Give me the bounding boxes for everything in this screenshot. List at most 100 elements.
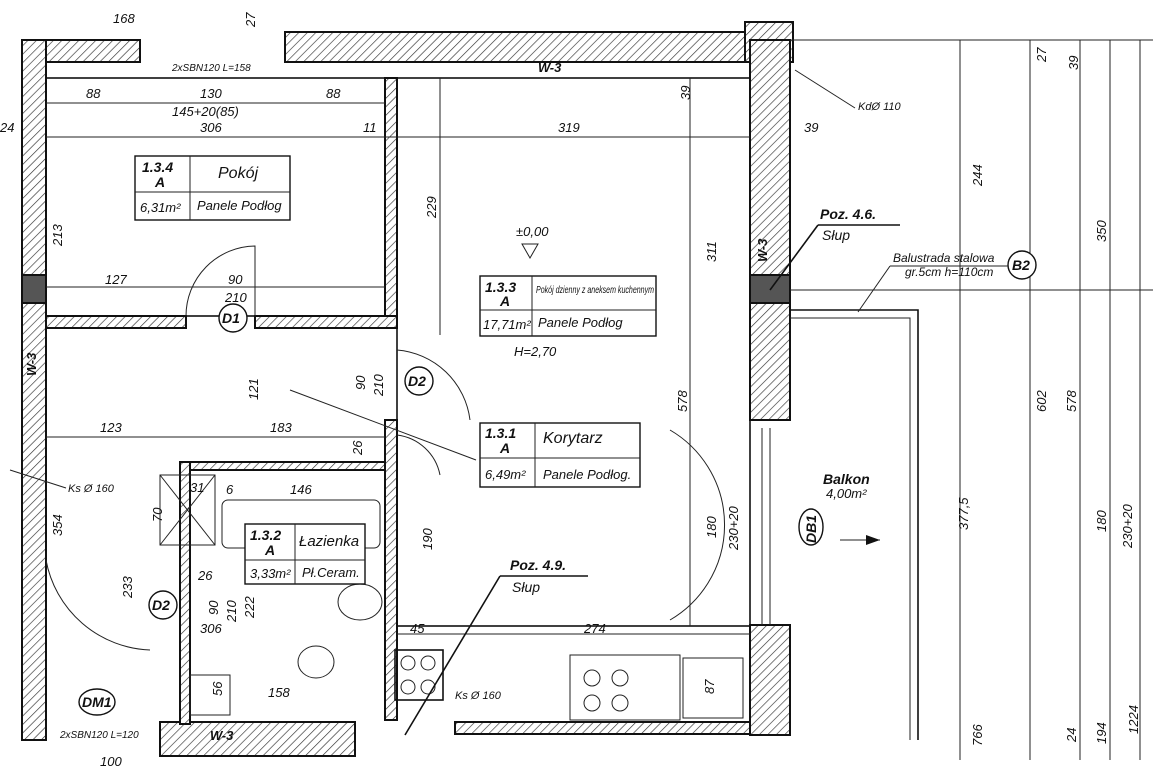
wall-type-label: W-3 — [210, 728, 234, 743]
balustrada-note: Balustrada stalowa — [893, 251, 995, 265]
dimension: 24 — [1064, 728, 1079, 743]
dimensions: 168 27 88 130 88 145+20(85) 306 11 319 3… — [0, 11, 1141, 769]
room-id: 1.3.4 — [142, 159, 173, 175]
dimension: 350 — [1094, 220, 1109, 242]
balcony-name: Balkon — [823, 471, 870, 487]
tag-b2: B2 — [1012, 257, 1030, 273]
room-letter: A — [264, 542, 275, 558]
dimension: 233 — [120, 576, 135, 599]
level-mark-value: ±0,00 — [516, 224, 549, 239]
dimension: 121 — [246, 378, 261, 400]
dimension: 90 — [206, 600, 221, 615]
dimension: 602 — [1034, 390, 1049, 412]
dimension: 229 — [424, 196, 439, 219]
dimension: 168 — [113, 11, 135, 26]
dimension: 213 — [50, 224, 65, 247]
room-name: Łazienka — [299, 533, 359, 550]
poz-4-9-title: Poz. 4.9. — [510, 557, 566, 573]
dimension: 354 — [50, 514, 65, 536]
level-mark: ±0,00 H=2,70 — [514, 224, 557, 359]
dimension: 27 — [1034, 47, 1049, 63]
dimension: 244 — [970, 164, 985, 187]
balustrada-note-2: gr.5cm h=110cm — [905, 265, 993, 279]
dimension: 190 — [420, 528, 435, 550]
dimension: 578 — [1064, 390, 1079, 412]
poz-4-6-title: Poz. 4.6. — [820, 206, 876, 222]
ks-note: Ks Ø 160 — [68, 483, 115, 495]
dimension: 146 — [290, 482, 312, 497]
dimension: 39 — [1066, 56, 1081, 70]
room-area: 6,49m² — [485, 467, 526, 482]
dimension: 6 — [226, 482, 234, 497]
dimension: 31 — [190, 480, 204, 495]
dimension: 377,5 — [956, 497, 971, 530]
door-tag-db1: DB1 — [803, 515, 819, 543]
dimension: 24 — [0, 120, 14, 135]
walls — [21, 21, 794, 757]
room-name: Pokój dzienny z aneksem kuchennym — [536, 285, 654, 296]
door-tag-d2: D2 — [152, 597, 170, 613]
room-area: 3,33m² — [250, 566, 291, 581]
dimension: 26 — [197, 568, 213, 583]
door-tag-d2: D2 — [408, 373, 426, 389]
wall-type-label: W-3 — [538, 60, 562, 75]
door-swings — [45, 245, 725, 651]
room-floor: Panele Podłog. — [543, 467, 631, 482]
room-outlines — [45, 39, 1153, 760]
dimension: 230+20 — [726, 505, 741, 551]
room-area: 17,71m² — [483, 317, 531, 332]
room-letter: A — [499, 440, 510, 456]
dimension: 306 — [200, 120, 222, 135]
balcony-label: Balkon 4,00m² — [823, 471, 880, 545]
dimension: 88 — [86, 86, 101, 101]
dimension: 578 — [675, 390, 690, 412]
room-tag-lazienka: 1.3.2 A Łazienka 3,33m² Pł.Ceram. — [244, 523, 366, 585]
door-tags: D1 D2 D2 DB1 DM1 B2 — [78, 250, 1037, 716]
dimension: 180 — [704, 516, 719, 538]
room-name: Korytarz — [543, 430, 603, 447]
dimension: 766 — [970, 724, 985, 746]
poz-4-6-sub: Słup — [822, 227, 850, 243]
dimension: 222 — [242, 596, 257, 619]
dimension: 210 — [371, 374, 386, 397]
dimension: 100 — [100, 754, 122, 769]
dimension: 127 — [105, 272, 127, 287]
dimension: 158 — [268, 685, 290, 700]
wall-type-label: W-3 — [755, 238, 770, 262]
room-name: Pokój — [218, 165, 258, 182]
room-letter: A — [154, 174, 165, 190]
dimension: 39 — [804, 120, 818, 135]
room-floor: Panele Podłog — [197, 198, 282, 213]
dimension: 56 — [210, 681, 225, 696]
door-tag-dm1: DM1 — [82, 694, 112, 710]
kd-note: KdØ 110 — [858, 101, 901, 113]
room-height: H=2,70 — [514, 344, 557, 359]
dimension: 274 — [583, 621, 606, 636]
room-id: 1.3.3 — [485, 279, 516, 295]
dimension: 145+20(85) — [172, 104, 239, 119]
dimension: 306 — [200, 621, 222, 636]
room-area: 6,31m² — [140, 200, 181, 215]
dimension: 26 — [350, 440, 365, 456]
dimension: 90 — [353, 375, 368, 390]
room-tag-pokoj-dzienny: 1.3.3 A Pokój dzienny z aneksem kuchenny… — [479, 275, 657, 337]
dimension: 183 — [270, 420, 292, 435]
dimension: 90 — [228, 272, 243, 287]
room-floor: Panele Podłog — [538, 315, 623, 330]
room-floor: Pł.Ceram. — [302, 565, 360, 580]
dimension: 123 — [100, 420, 122, 435]
dimension: 194 — [1094, 722, 1109, 744]
dimension: 88 — [326, 86, 341, 101]
poz-4-9-sub: Słup — [512, 579, 540, 595]
dimension: 319 — [558, 120, 580, 135]
room-id: 1.3.2 — [250, 527, 281, 543]
dimension: 87 — [702, 679, 717, 694]
dimension: 1224 — [1126, 705, 1141, 734]
dimension: 210 — [224, 290, 247, 305]
wall-type-label: W-3 — [24, 352, 39, 376]
dimension: 210 — [224, 600, 239, 623]
dimension: 27 — [243, 12, 258, 28]
door-tag-d1: D1 — [222, 310, 240, 326]
room-tag-pokoj: 1.3.4 A Pokój 6,31m² Panele Podłog — [134, 155, 291, 221]
